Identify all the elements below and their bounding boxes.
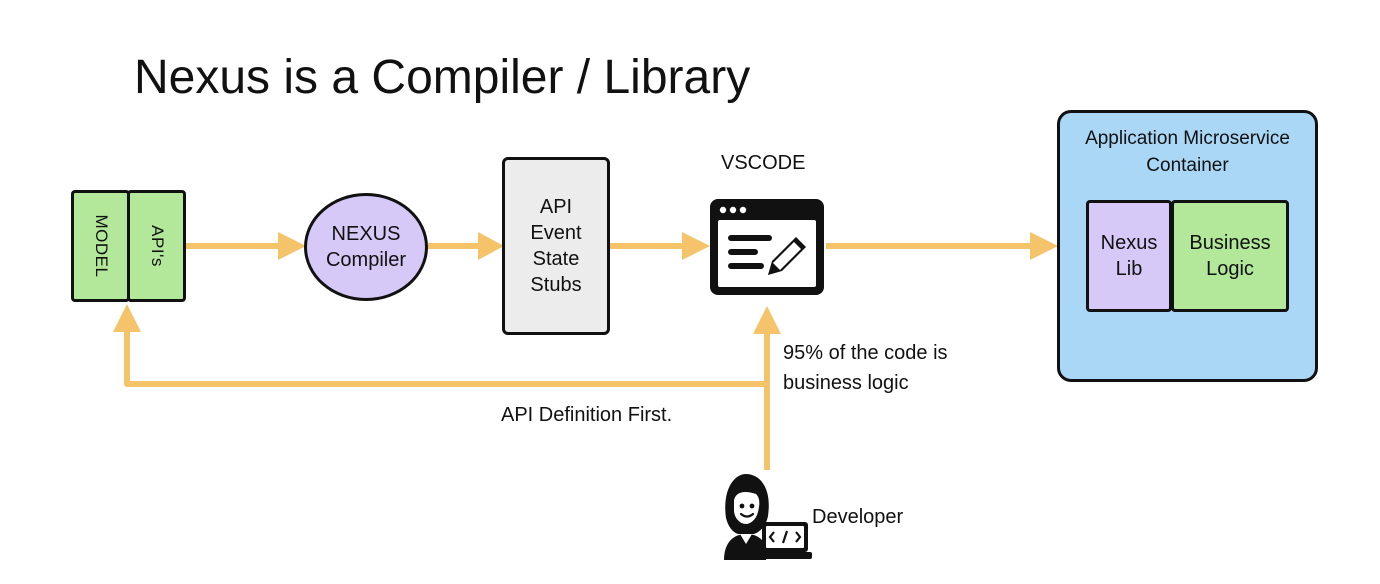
code-note-line2: business logic bbox=[783, 372, 909, 394]
nexus-lib-line1: Nexus bbox=[1100, 232, 1158, 254]
diagram-title: Nexus is a Compiler / Library bbox=[134, 51, 751, 104]
code-note-line1: 95% of the code is bbox=[783, 342, 948, 364]
stubs-line-stubs: Stubs bbox=[530, 274, 582, 296]
apis-box: API's bbox=[127, 190, 186, 302]
stubs-box: API Event State Stubs bbox=[502, 157, 610, 335]
business-logic-line2: Logic bbox=[1206, 258, 1254, 280]
nexus-lib-box: Nexus Lib bbox=[1086, 200, 1172, 312]
container-title: Application Microservice Container bbox=[1060, 125, 1315, 179]
code-note: 95% of the code is business logic bbox=[783, 338, 948, 398]
arrowhead-container bbox=[1030, 232, 1058, 260]
model-box: MODEL bbox=[71, 190, 130, 302]
api-definition-label: API Definition First. bbox=[501, 404, 673, 426]
vscode-label: VSCODE bbox=[721, 152, 806, 174]
arrowhead-vscode bbox=[682, 232, 710, 260]
compiler-line1: NEXUS bbox=[331, 223, 401, 245]
compiler-line2: Compiler bbox=[325, 249, 407, 271]
model-label: MODEL bbox=[91, 214, 111, 278]
feedback-loop-line bbox=[124, 330, 770, 470]
stubs-line-state: State bbox=[532, 248, 580, 270]
nexus-lib-line2: Lib bbox=[1115, 258, 1143, 280]
nexus-compiler-node: NEXUS Compiler bbox=[304, 193, 428, 301]
developer-icon bbox=[724, 474, 812, 560]
stubs-line-event: Event bbox=[530, 222, 582, 244]
container-title-line2: Container bbox=[1146, 155, 1229, 176]
developer-label: Developer bbox=[812, 506, 904, 528]
container-title-line1: Application Microservice bbox=[1085, 128, 1290, 149]
vscode-editor-icon bbox=[710, 199, 824, 295]
arrowhead-stubs bbox=[478, 232, 504, 260]
apis-label: API's bbox=[147, 225, 167, 267]
arrowhead-model bbox=[113, 304, 141, 332]
business-logic-box: Business Logic bbox=[1171, 200, 1289, 312]
arrowhead-vscode-up bbox=[753, 306, 781, 334]
stubs-line-api: API bbox=[539, 196, 573, 218]
arrowhead-compiler bbox=[278, 232, 306, 260]
business-logic-line1: Business bbox=[1189, 232, 1271, 254]
